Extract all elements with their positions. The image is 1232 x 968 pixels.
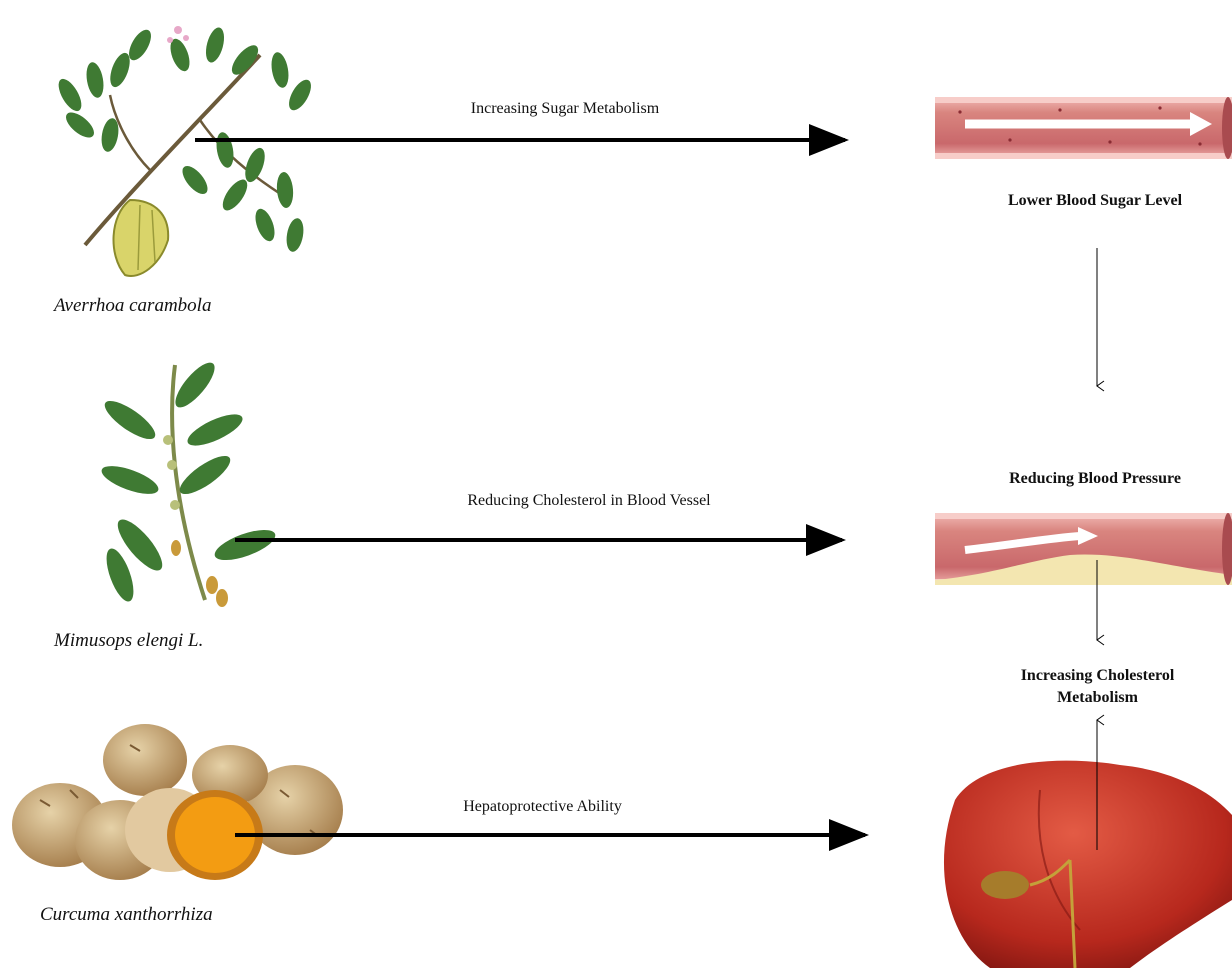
species-label-curcuma: Curcuma xanthorrhiza [40, 904, 213, 926]
edge-label-cholesterol-reduction: Reducing Cholesterol in Blood Vessel [400, 492, 778, 510]
mimusops-plant-illustration [98, 357, 278, 607]
outcome-reducing-blood-pressure: Reducing Blood Pressure [960, 468, 1230, 490]
clogged-blood-vessel-illustration [935, 513, 1232, 585]
outcome-increasing-cholesterol-metabolism: Increasing Cholesterol Metabolism [990, 665, 1205, 709]
species-label-carambola: Averrhoa carambola [54, 295, 211, 317]
liver-illustration [944, 761, 1232, 968]
curcuma-rhizome-illustration [12, 724, 343, 880]
healthy-blood-vessel-illustration [935, 97, 1232, 159]
edge-label-sugar-metabolism: Increasing Sugar Metabolism [400, 100, 730, 118]
species-label-mimusops: Mimusops elengi L. [54, 630, 203, 652]
outcome-lower-blood-sugar: Lower Blood Sugar Level [960, 190, 1230, 212]
edge-label-hepatoprotective: Hepatoprotective Ability [400, 798, 685, 816]
carambola-plant-illustration [54, 26, 315, 276]
